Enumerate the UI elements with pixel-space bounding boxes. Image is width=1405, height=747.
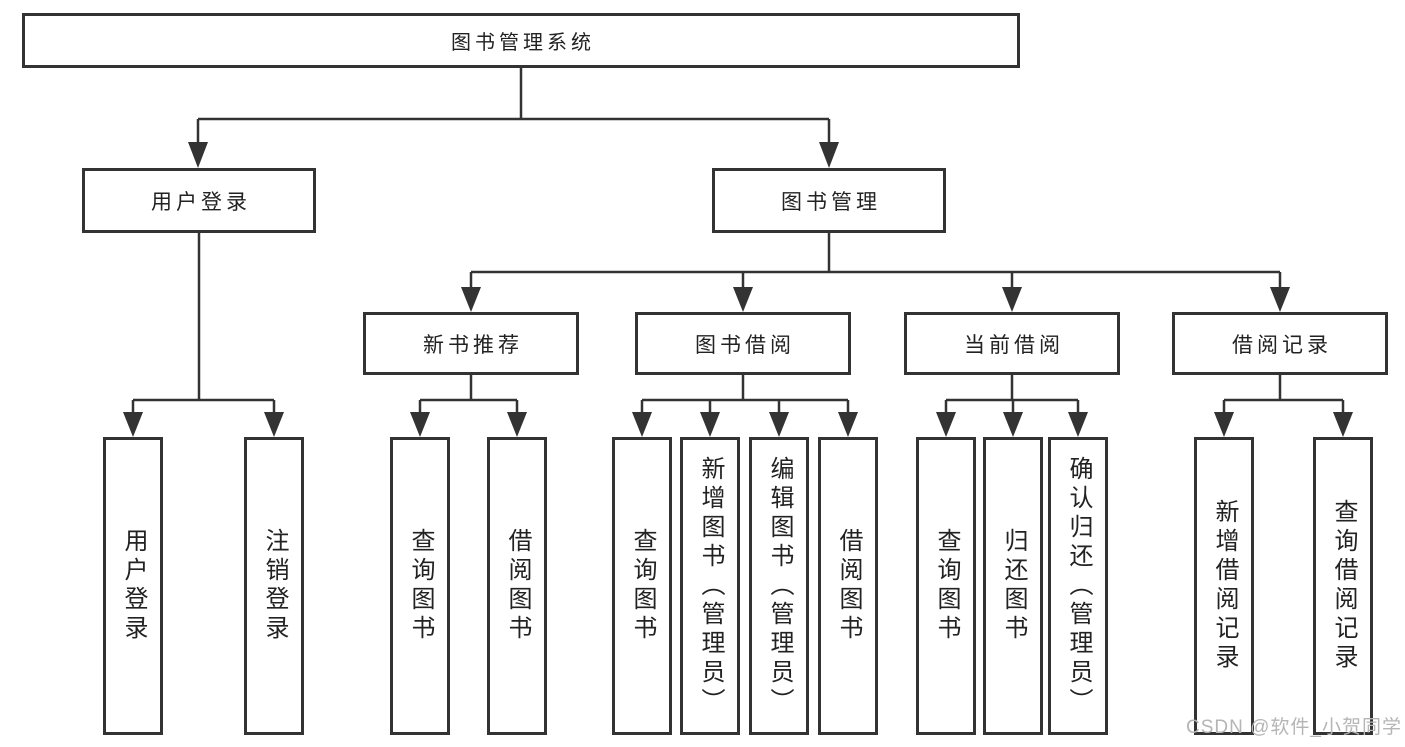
leaf-borrow-borrow-books: 借阅图书 — [818, 437, 878, 735]
leaf-records-add-record-label: 新增借阅记录 — [1211, 499, 1238, 673]
leaf-user-login: 用户登录 — [103, 437, 163, 735]
leaf-current-query-books-label: 查询图书 — [933, 528, 960, 644]
node-user-login: 用户登录 — [82, 168, 316, 233]
connector-root-to-level2 — [196, 68, 831, 144]
connector-bookmgmt-to-level3 — [469, 233, 1282, 289]
watermark: CSDN @软件_小贺同学 — [1186, 717, 1402, 738]
leaf-logout: 注销登录 — [244, 437, 304, 735]
leaf-borrow-query-books-label: 查询图书 — [629, 528, 656, 644]
leaf-records-query-record-label: 查询借阅记录 — [1330, 499, 1357, 673]
leaf-records-query-record: 查询借阅记录 — [1313, 437, 1373, 735]
leaf-recommend-borrow-books: 借阅图书 — [487, 437, 547, 735]
leaf-borrow-add-book-admin-label: 新增图书（管理员） — [697, 455, 724, 717]
leaf-recommend-query-books: 查询图书 — [390, 437, 450, 735]
node-new-book-recommend: 新书推荐 — [363, 312, 579, 375]
node-borrow-records: 借阅记录 — [1172, 312, 1388, 375]
connector-borrow-to-leaves — [640, 375, 850, 414]
leaf-borrow-edit-book-admin-label: 编辑图书（管理员） — [766, 455, 793, 717]
leaf-records-add-record: 新增借阅记录 — [1194, 437, 1254, 735]
node-root: 图书管理系统 — [22, 13, 1020, 68]
leaf-recommend-borrow-books-label: 借阅图书 — [504, 528, 531, 644]
leaf-current-query-books: 查询图书 — [916, 437, 976, 735]
leaf-current-confirm-return-admin: 确认归还（管理员） — [1048, 437, 1108, 735]
leaf-current-return-books-label: 归还图书 — [1000, 528, 1027, 644]
node-book-borrow: 图书借阅 — [635, 312, 851, 375]
leaf-borrow-borrow-books-label: 借阅图书 — [835, 528, 862, 644]
connector-userlogin-to-leaves — [131, 233, 276, 414]
leaf-current-return-books: 归还图书 — [983, 437, 1043, 735]
leaf-logout-label: 注销登录 — [261, 528, 288, 644]
leaf-borrow-query-books: 查询图书 — [612, 437, 672, 735]
leaf-current-confirm-return-admin-label: 确认归还（管理员） — [1065, 455, 1092, 717]
leaf-borrow-add-book-admin: 新增图书（管理员） — [680, 437, 740, 735]
leaf-borrow-edit-book-admin: 编辑图书（管理员） — [749, 437, 809, 735]
connector-records-to-leaves — [1222, 375, 1345, 414]
leaf-user-login-label: 用户登录 — [120, 528, 147, 644]
connector-current-to-leaves — [944, 375, 1080, 414]
node-current-borrow: 当前借阅 — [904, 312, 1120, 375]
leaf-recommend-query-books-label: 查询图书 — [407, 528, 434, 644]
connector-newbook-to-leaves — [418, 375, 519, 414]
node-book-management: 图书管理 — [712, 168, 946, 233]
